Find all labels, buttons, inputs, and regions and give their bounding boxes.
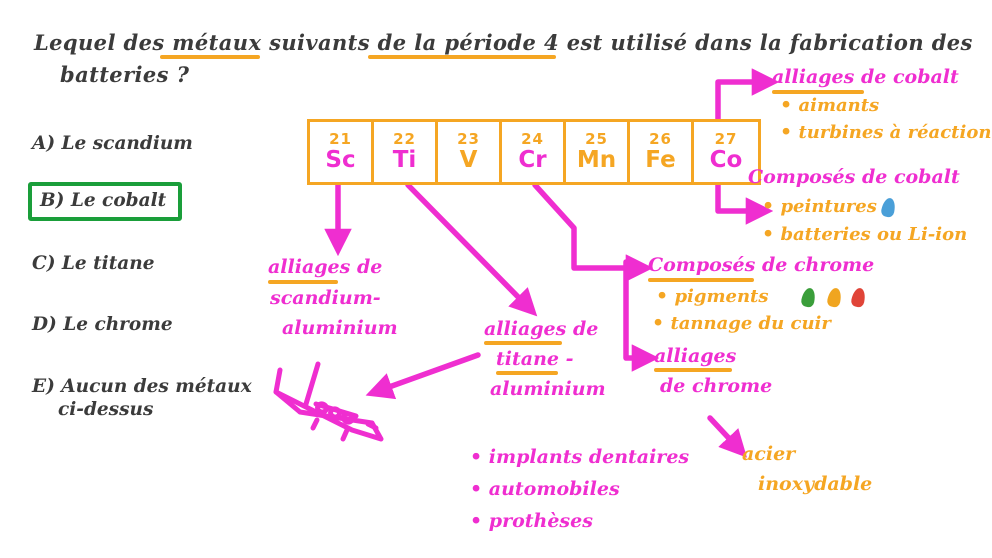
chrome-compounds-item-0: • pigments	[656, 286, 768, 307]
bullet-icon: •	[762, 223, 775, 245]
airplane-icon	[273, 361, 384, 442]
item-label: implants dentaires	[488, 446, 690, 468]
paint-droplet-icon	[880, 196, 897, 219]
scandium-alloys-line-2: scandium-	[270, 287, 381, 309]
option-b[interactable]: B) Le cobalt	[28, 182, 183, 222]
atomic-number: 24	[521, 130, 544, 148]
cobalt-alloys-title: alliages de cobalt	[772, 66, 959, 88]
atomic-number: 22	[393, 130, 416, 148]
chrome-alloys-title-line-1: alliages	[654, 345, 737, 367]
acier-line-1: acier	[742, 443, 796, 465]
atomic-number: 23	[457, 130, 480, 148]
scandium-alloys-underline	[268, 280, 338, 284]
option-d[interactable]: D) Le chrome	[32, 314, 173, 335]
titane-alloys-line-2: titane -	[496, 348, 574, 370]
cobalt-compounds-title: Composés de cobalt	[748, 166, 960, 188]
cobalt-compounds-item-1: • batteries ou Li-ion	[762, 224, 967, 245]
bullet-icon: •	[470, 510, 483, 532]
bullet-icon: •	[656, 285, 669, 307]
element-cell-sc[interactable]: 21 Sc	[310, 122, 374, 182]
bullet-icon: •	[780, 94, 793, 116]
titane-item-1: • automobiles	[470, 478, 620, 500]
bullet-icon: •	[470, 478, 483, 500]
option-e[interactable]: E) Aucun des métaux ci-dessus	[32, 375, 252, 421]
element-cell-fe[interactable]: 26 Fe	[630, 122, 694, 182]
atomic-number: 21	[329, 130, 352, 148]
cobalt-alloys-underline	[772, 90, 864, 94]
cobalt-compounds-item-0: • peintures	[762, 196, 877, 217]
chrome-alloys-title-line-2: de chrome	[660, 375, 773, 397]
element-symbol: Ti	[392, 147, 417, 173]
option-a[interactable]: A) Le scandium	[32, 133, 193, 154]
cobalt-alloys-branch: alliages de cobalt	[772, 66, 959, 88]
bullet-icon: •	[470, 446, 483, 468]
question-line-2: batteries ?	[60, 62, 190, 87]
arrow-titane-to-airplane	[365, 352, 481, 400]
element-cell-v[interactable]: 23 V	[438, 122, 502, 182]
pigment-droplet-orange	[826, 286, 843, 309]
question-underline-1	[160, 55, 260, 59]
acier-line-2: inoxydable	[758, 473, 873, 495]
chrome-compounds-item-1: • tannage du cuir	[652, 313, 831, 334]
chrome-compounds-title: Composés de chrome	[648, 254, 875, 276]
element-symbol: Mn	[576, 147, 617, 173]
atomic-number: 26	[649, 130, 672, 148]
titane-item-2: • prothèses	[470, 510, 593, 532]
option-e-line-1: E) Aucun des métaux	[32, 376, 252, 397]
element-cell-co[interactable]: 27 Co	[694, 122, 758, 182]
element-symbol: V	[459, 147, 478, 173]
arrow-to-acier-inoxydable	[707, 415, 748, 458]
item-label: pigments	[674, 286, 769, 307]
scandium-alloys-line-1: alliages de	[268, 256, 383, 278]
item-label: aimants	[798, 95, 880, 116]
atomic-number: 25	[585, 130, 608, 148]
option-c[interactable]: C) Le titane	[32, 253, 155, 274]
titane-alloys-line-3: aluminium	[490, 378, 606, 400]
option-b-label: B) Le cobalt	[28, 182, 183, 222]
cobalt-alloys-item-1: • turbines à réaction	[780, 122, 991, 143]
bullet-icon: •	[762, 195, 775, 217]
element-cell-mn[interactable]: 25 Mn	[566, 122, 630, 182]
item-label: peintures	[780, 196, 877, 217]
bullet-icon: •	[652, 312, 665, 334]
item-label: batteries ou Li-ion	[780, 224, 968, 245]
periodic-table-row: 21 Sc 22 Ti 23 V 24 Cr 25 Mn 26 Fe 27 Co	[307, 119, 761, 185]
bullet-icon: •	[780, 121, 793, 143]
titane-alloys-line-1: alliages de	[484, 318, 599, 340]
titane-alloys-underline-1	[484, 341, 562, 345]
arrow-ti-to-titane-alloys	[405, 182, 538, 317]
element-symbol: Co	[709, 147, 743, 173]
arrow-co-to-cobalt-compounds	[715, 182, 774, 225]
chrome-alloys-underline	[654, 368, 732, 372]
arrow-to-chrome-alloys	[623, 259, 660, 372]
item-label: turbines à réaction	[798, 122, 992, 143]
titane-item-0: • implants dentaires	[470, 446, 689, 468]
pigment-droplet-green	[800, 286, 817, 309]
element-symbol: Fe	[645, 147, 676, 173]
pigment-droplet-red	[850, 286, 867, 309]
arrow-co-to-cobalt-alloys	[715, 68, 780, 123]
atomic-number: 27	[714, 130, 738, 148]
element-symbol: Cr	[518, 147, 547, 173]
titane-alloys-underline-2	[496, 371, 558, 375]
item-label: tannage du cuir	[670, 313, 831, 334]
element-cell-cr[interactable]: 24 Cr	[502, 122, 566, 182]
item-label: automobiles	[488, 478, 620, 500]
arrow-cr-to-chrome-compounds	[532, 182, 654, 282]
question-underline-2	[368, 55, 556, 59]
cobalt-alloys-item-0: • aimants	[780, 95, 879, 116]
item-label: prothèses	[488, 510, 593, 532]
element-symbol: Sc	[325, 147, 356, 173]
chrome-compounds-underline	[648, 278, 754, 282]
option-e-line-2: ci-dessus	[58, 399, 154, 421]
element-cell-ti[interactable]: 22 Ti	[374, 122, 438, 182]
question-line-1: Lequel des métaux suivants de la période…	[34, 30, 973, 55]
scandium-alloys-line-3: aluminium	[282, 317, 398, 339]
